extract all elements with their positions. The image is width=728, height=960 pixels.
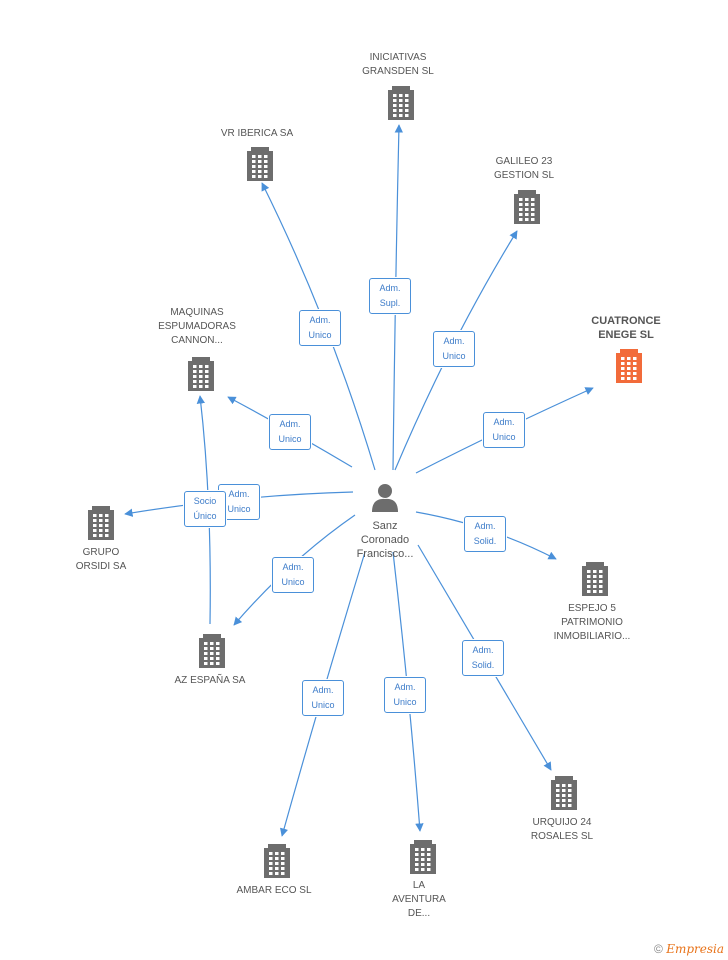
building-icon[interactable] xyxy=(188,357,214,391)
company-label-urquijo[interactable]: URQUIJO 24 ROSALES SL xyxy=(530,817,594,842)
company-label-vr-iberica[interactable]: VR IBERICA SA xyxy=(220,128,294,139)
edge-label-aventura[interactable]: Adm. Unico xyxy=(384,677,426,713)
building-icon[interactable] xyxy=(551,776,577,810)
company-label-galileo[interactable]: GALILEO 23 GESTION SL xyxy=(493,156,554,181)
company-label-cuatronce[interactable]: CUATRONCE ENEGE SL xyxy=(591,315,661,341)
building-icon[interactable] xyxy=(199,634,225,668)
edge-label-maquinas[interactable]: Adm. Unico xyxy=(269,414,311,450)
edge-label-az-espana[interactable]: Adm. Unico xyxy=(272,557,314,593)
company-label-ambar[interactable]: AMBAR ECO SL xyxy=(236,885,312,896)
building-icon[interactable] xyxy=(410,840,436,874)
copyright-icon: © xyxy=(654,942,663,956)
company-label-az-espana[interactable]: AZ ESPAÑA SA xyxy=(174,675,246,686)
building-icon[interactable] xyxy=(514,190,540,224)
person-icon[interactable] xyxy=(372,484,398,512)
company-label-maquinas[interactable]: MAQUINAS ESPUMADORAS CANNON... xyxy=(158,307,236,346)
building-icon[interactable] xyxy=(247,147,273,181)
edge-label-vr-iberica[interactable]: Adm. Unico xyxy=(299,310,341,346)
brand-logo[interactable]: Empresia xyxy=(666,942,724,956)
person-name[interactable]: Sanz Coronado Francisco... xyxy=(356,520,414,560)
building-icon[interactable] xyxy=(388,86,414,120)
company-label-grupo-orsidi[interactable]: GRUPO ORSIDI SA xyxy=(75,547,127,572)
company-label-iniciativas[interactable]: INICIATIVAS GRANSDEN SL xyxy=(362,52,434,77)
building-icon[interactable] xyxy=(582,562,608,596)
edge-label-iniciativas[interactable]: Adm. Supl. xyxy=(369,278,411,314)
building-icon[interactable] xyxy=(264,844,290,878)
building-icon[interactable] xyxy=(88,506,114,540)
edge-label-ambar[interactable]: Adm. Unico xyxy=(302,680,344,716)
company-label-aventura[interactable]: LA AVENTURA DE... xyxy=(392,880,446,919)
edge-label-espejo[interactable]: Adm. Solid. xyxy=(464,516,506,552)
building-icon[interactable] xyxy=(616,349,642,383)
footer-credit: © Empresia xyxy=(654,942,724,956)
company-label-espejo[interactable]: ESPEJO 5 PATRIMONIO INMOBILIARIO... xyxy=(553,603,631,642)
edge-label-az-espana-to-maquinas[interactable]: Socio Único xyxy=(184,491,226,527)
edge-label-cuatronce[interactable]: Adm. Unico xyxy=(483,412,525,448)
edge-label-galileo[interactable]: Adm. Unico xyxy=(433,331,475,367)
edge-label-urquijo[interactable]: Adm. Solid. xyxy=(462,640,504,676)
